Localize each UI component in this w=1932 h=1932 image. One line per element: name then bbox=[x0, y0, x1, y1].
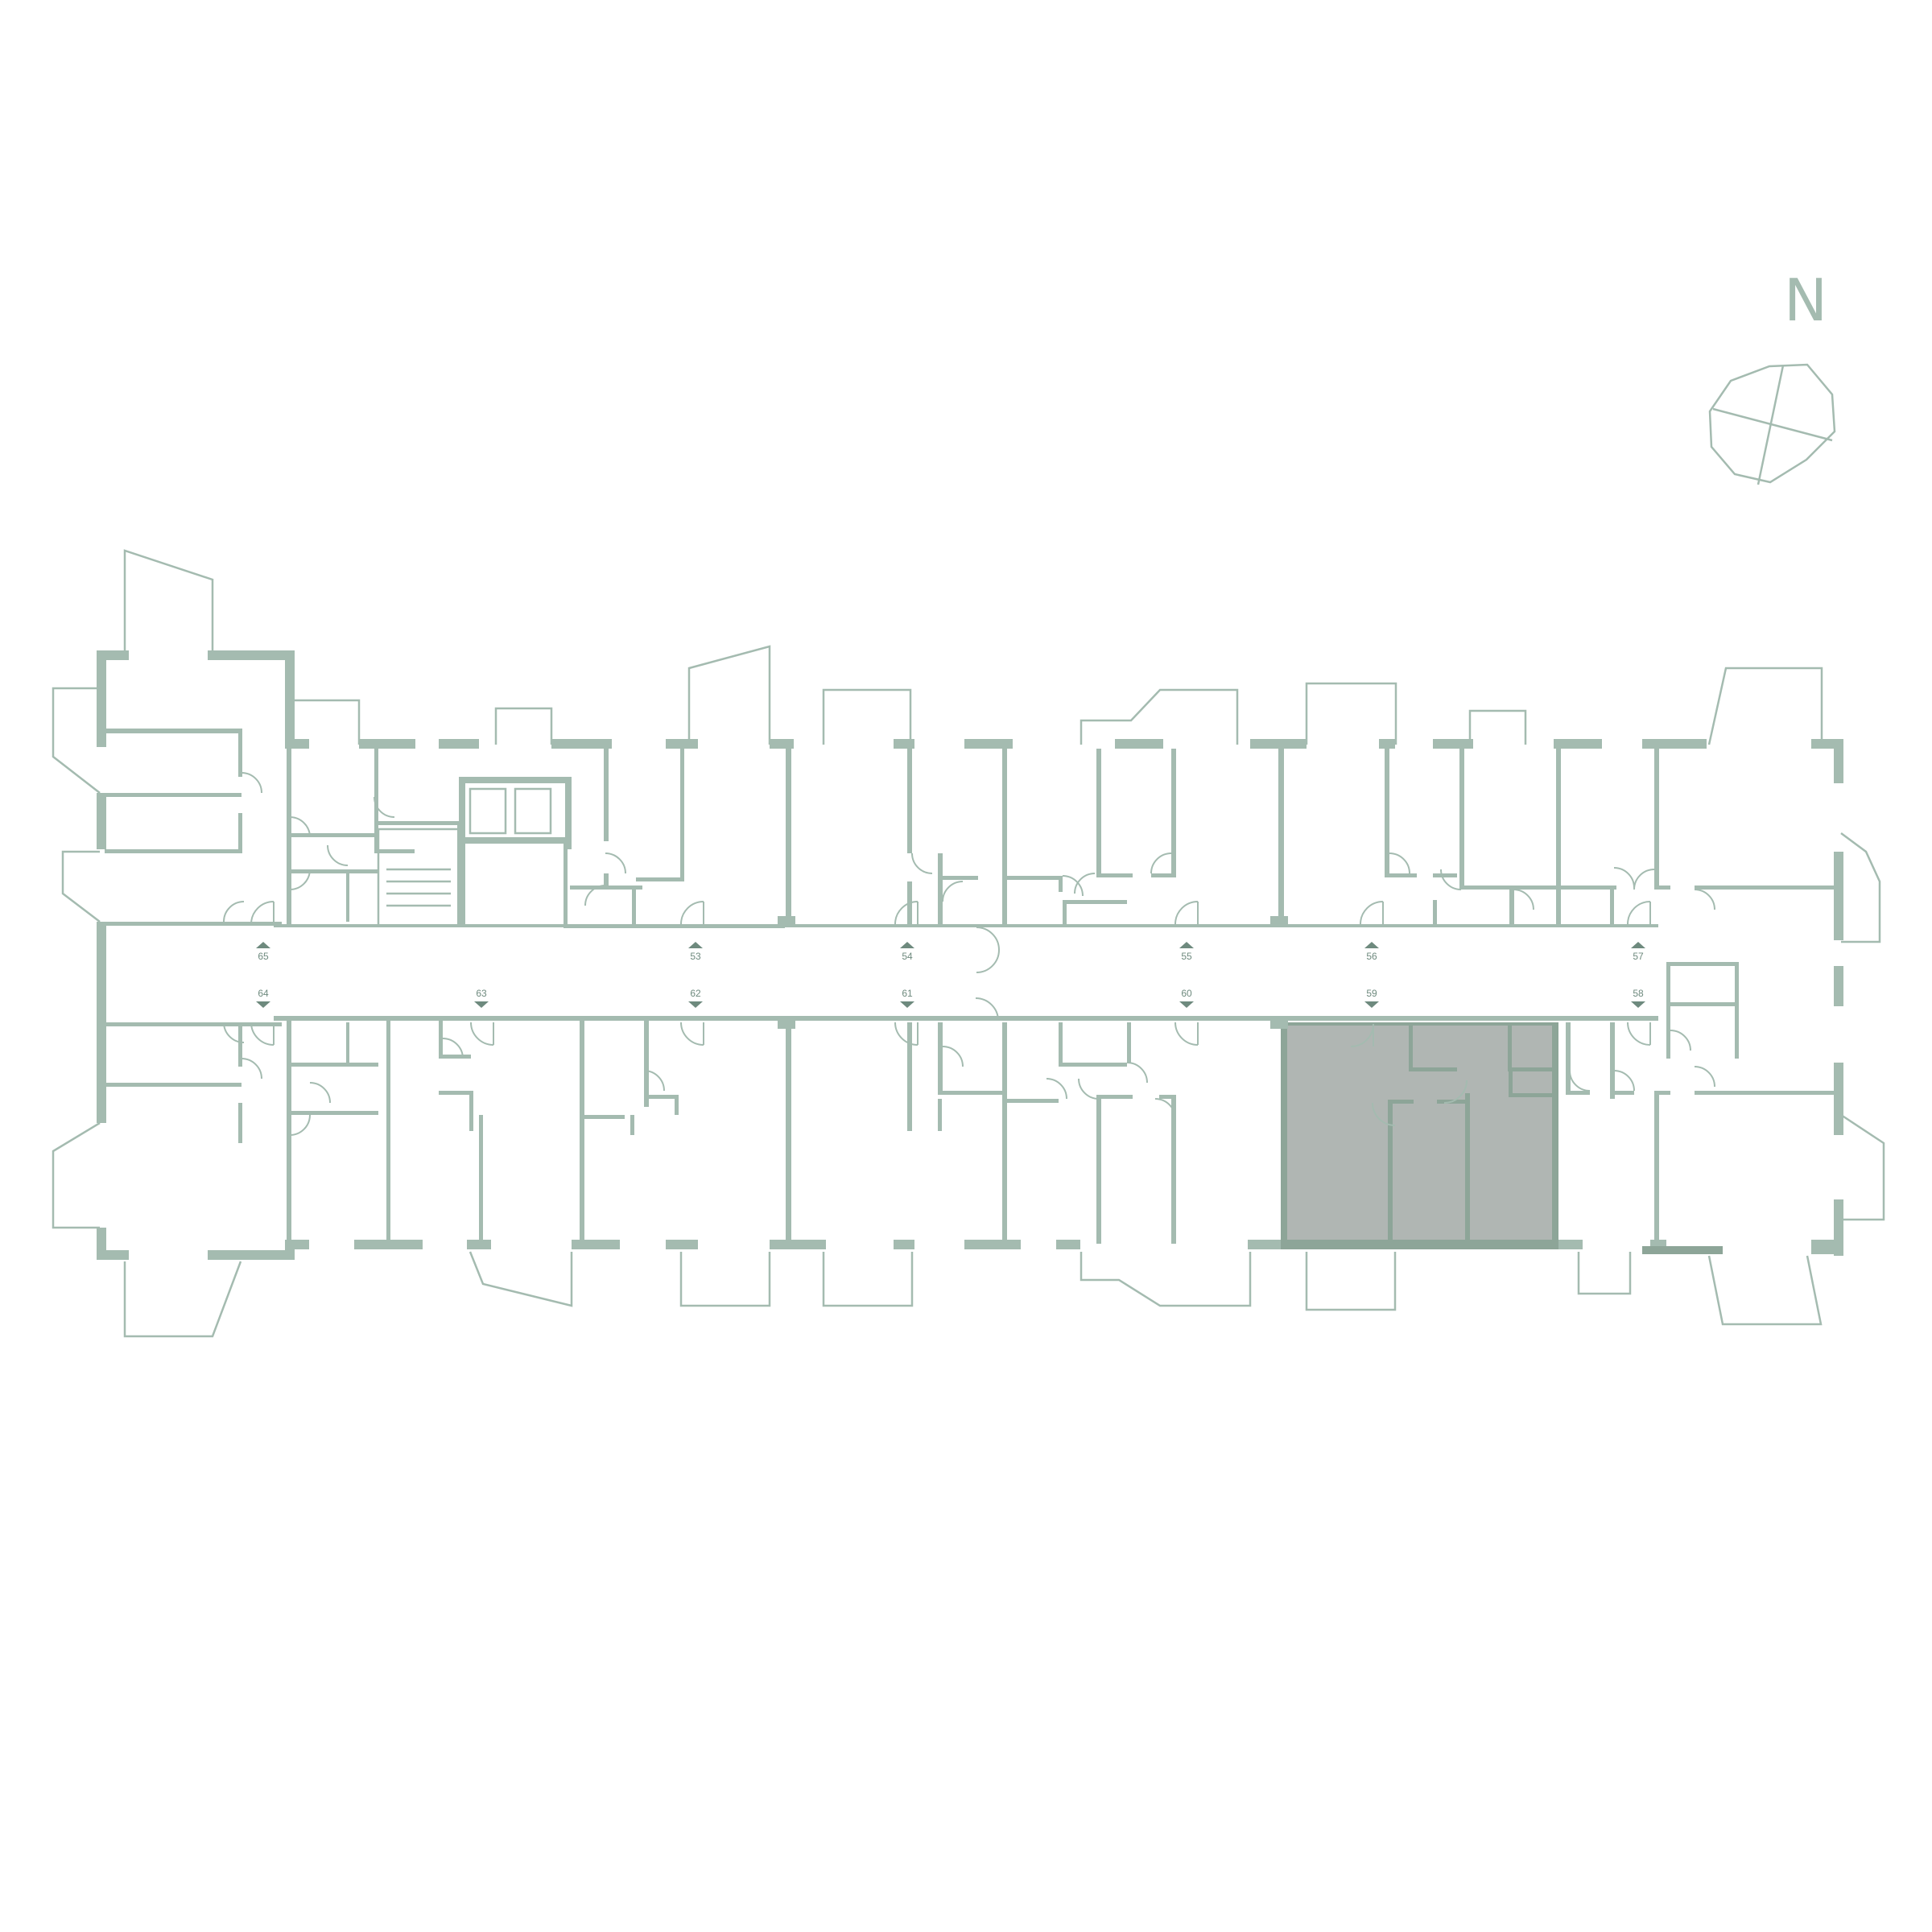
unit-number: 63 bbox=[476, 988, 487, 999]
south-unit-marker[interactable]: 64 bbox=[256, 988, 270, 1008]
unit-number: 62 bbox=[690, 988, 701, 999]
unit-labels-south: 64 63 62 61 60 59 58 bbox=[256, 988, 1645, 1008]
north-unit-marker[interactable]: 57 bbox=[1631, 942, 1645, 962]
arrow-down-icon bbox=[1364, 1001, 1379, 1008]
balconies-sides bbox=[52, 687, 1885, 1229]
south-unit-marker[interactable]: 63 bbox=[474, 988, 489, 1008]
compass-rose-icon bbox=[1708, 363, 1836, 485]
unit-number: 65 bbox=[258, 951, 269, 962]
arrow-up-icon bbox=[1631, 942, 1645, 948]
highlighted-unit-59[interactable] bbox=[1281, 1022, 1558, 1249]
south-unit-marker[interactable]: 60 bbox=[1179, 988, 1194, 1008]
arrow-up-icon bbox=[688, 942, 703, 948]
arrow-down-icon bbox=[474, 1001, 489, 1008]
unit-number: 53 bbox=[690, 951, 701, 962]
arrow-down-icon bbox=[688, 1001, 703, 1008]
unit-number: 57 bbox=[1633, 951, 1644, 962]
arrow-down-icon bbox=[256, 1001, 270, 1008]
unit-number: 56 bbox=[1366, 951, 1377, 962]
exterior-walls bbox=[97, 650, 1843, 1260]
south-unit-marker[interactable]: 61 bbox=[900, 988, 914, 1008]
arrow-up-icon bbox=[900, 942, 914, 948]
north-unit-marker[interactable]: 55 bbox=[1179, 942, 1194, 962]
north-partitions bbox=[374, 749, 1839, 1030]
unit-labels-north: 65 53 54 55 56 57 bbox=[256, 942, 1645, 962]
west-wing-partitions bbox=[105, 729, 378, 1143]
arrow-down-icon bbox=[1179, 1001, 1194, 1008]
arrow-down-icon bbox=[1631, 1001, 1645, 1008]
south-partitions bbox=[386, 962, 1839, 1244]
unit-number: 60 bbox=[1181, 988, 1192, 999]
unit-number: 61 bbox=[902, 988, 913, 999]
north-unit-marker[interactable]: 65 bbox=[256, 942, 270, 962]
south-unit-marker[interactable]: 62 bbox=[688, 988, 703, 1008]
arrow-up-icon bbox=[1364, 942, 1379, 948]
unit-number: 58 bbox=[1633, 988, 1644, 999]
north-unit-marker[interactable]: 56 bbox=[1364, 942, 1379, 962]
arrow-up-icon bbox=[256, 942, 270, 948]
unit-number: 55 bbox=[1181, 951, 1192, 962]
unit-number: 59 bbox=[1366, 988, 1377, 999]
north-unit-marker[interactable]: 53 bbox=[688, 942, 703, 962]
unit-number: 54 bbox=[902, 951, 913, 962]
balconies-north bbox=[123, 549, 1823, 745]
doors bbox=[223, 772, 1715, 1136]
south-unit-marker[interactable]: 58 bbox=[1631, 988, 1645, 1008]
south-unit-marker[interactable]: 59 bbox=[1364, 988, 1379, 1008]
balconies-south bbox=[123, 1251, 1823, 1338]
arrow-down-icon bbox=[900, 1001, 914, 1008]
unit-number: 64 bbox=[258, 988, 269, 999]
north-unit-marker[interactable]: 54 bbox=[900, 942, 914, 962]
north-label: N bbox=[1784, 266, 1827, 334]
arrow-up-icon bbox=[1179, 942, 1194, 948]
compass: N bbox=[1708, 266, 1836, 485]
